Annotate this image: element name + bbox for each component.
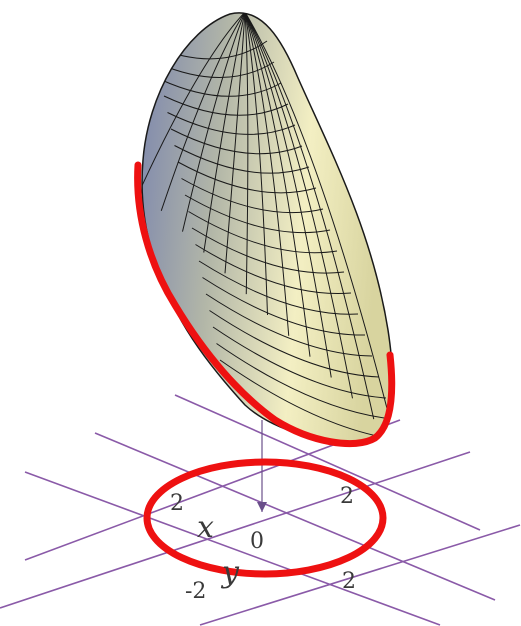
tick-x-neg: -2 (185, 579, 206, 604)
tick-y-pos: 2 (340, 484, 354, 509)
mesh-meridian (244, 12, 393, 441)
mesh-meridian (203, 12, 246, 253)
mesh-meridian (244, 12, 249, 295)
mesh-parallel (202, 277, 366, 336)
mesh-parallel (209, 310, 380, 378)
mesh-meridian (142, 12, 246, 191)
mesh-parallel (216, 343, 393, 420)
mesh-parallel (195, 244, 352, 295)
mesh-parallel (181, 178, 324, 214)
mesh-meridian (244, 12, 375, 420)
mesh-parallel (184, 194, 331, 234)
mesh-meridian (244, 12, 311, 357)
mesh-meridian (244, 12, 290, 336)
mesh-parallel (188, 211, 338, 254)
axis-label-x: x (197, 510, 214, 545)
mesh-parallel (170, 128, 303, 155)
coordinate-grid (0, 394, 521, 626)
mesh-meridian (182, 12, 246, 232)
base-circle (143, 458, 387, 578)
mesh-parallel (163, 95, 289, 116)
mesh-parallel (160, 79, 282, 97)
mesh-parallel (212, 326, 387, 399)
mesh-parallel (167, 112, 296, 135)
axis-label-y: y (220, 555, 240, 590)
tick-origin: 0 (250, 529, 264, 554)
tick-y-neg: 2 (342, 569, 356, 594)
surface (134, 12, 396, 447)
mesh-parallel (156, 61, 275, 78)
mesh-meridian (244, 12, 268, 316)
surface-boundary (134, 161, 396, 447)
mesh-parallel (177, 161, 317, 194)
mesh-parallel (205, 293, 373, 357)
tick-x-pos: 2 (170, 491, 184, 516)
vertical-axis (257, 420, 267, 512)
mesh-parallel (174, 145, 310, 174)
mesh-parallel (198, 260, 359, 315)
tick-labels: 2 -2 2 2 0 x y (170, 484, 356, 604)
mesh-parallel (191, 227, 345, 274)
mesh-meridian (160, 12, 246, 211)
